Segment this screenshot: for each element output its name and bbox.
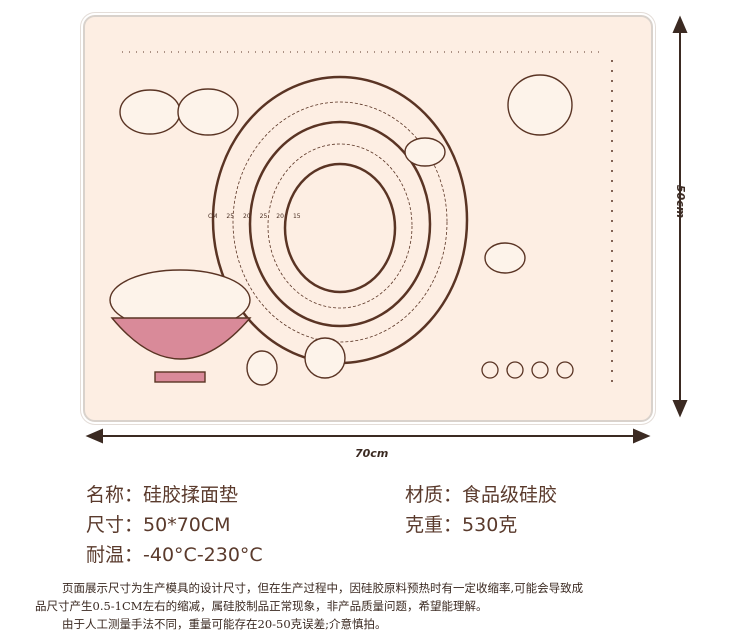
- note-line: 页面展示尺寸为生产模具的设计尺寸，但在生产过程中，因硅胶原料预热时有一定收缩率,…: [62, 581, 584, 595]
- unit-label: CM: [208, 213, 218, 220]
- spec-size: 尺寸：50*70CM: [86, 514, 231, 536]
- note-line: 由于人工测量手法不同，重量可能存在20-50克误差;介意慎拍。: [62, 617, 387, 631]
- bowl-illustration: [109, 269, 252, 383]
- outer-dashed-ring: [232, 101, 448, 343]
- spec-material: 材质：食品级硅胶: [405, 484, 558, 506]
- dimension-arrows: [85, 15, 688, 444]
- ring-label: 15: [292, 213, 301, 220]
- height-label: 50cm: [674, 184, 688, 219]
- usage-icons: [481, 361, 574, 379]
- note-line: 品尺寸产生0.5-1CM左右的缩减，属硅胶制品正常现象，非产品质量问题，希望能理…: [35, 599, 488, 613]
- inner-ring: [283, 162, 397, 294]
- inner-dashed-ring: [267, 143, 413, 309]
- ring-label: 20: [243, 213, 251, 220]
- dumpling-illustrations: [119, 74, 573, 386]
- spec-temperature: 耐温：-40°C-230°C: [86, 544, 263, 566]
- middle-ring: [248, 120, 432, 328]
- width-label: 70cm: [355, 447, 389, 460]
- ring-label: 25: [226, 213, 235, 220]
- ring-label: 25: [259, 213, 268, 220]
- spec-weight: 克重：530克: [405, 514, 518, 536]
- ring-label: 20: [276, 213, 284, 220]
- spec-name: 名称：硅胶揉面垫: [86, 484, 239, 506]
- ring-labels: CM 25 20 25 20 15: [208, 213, 301, 220]
